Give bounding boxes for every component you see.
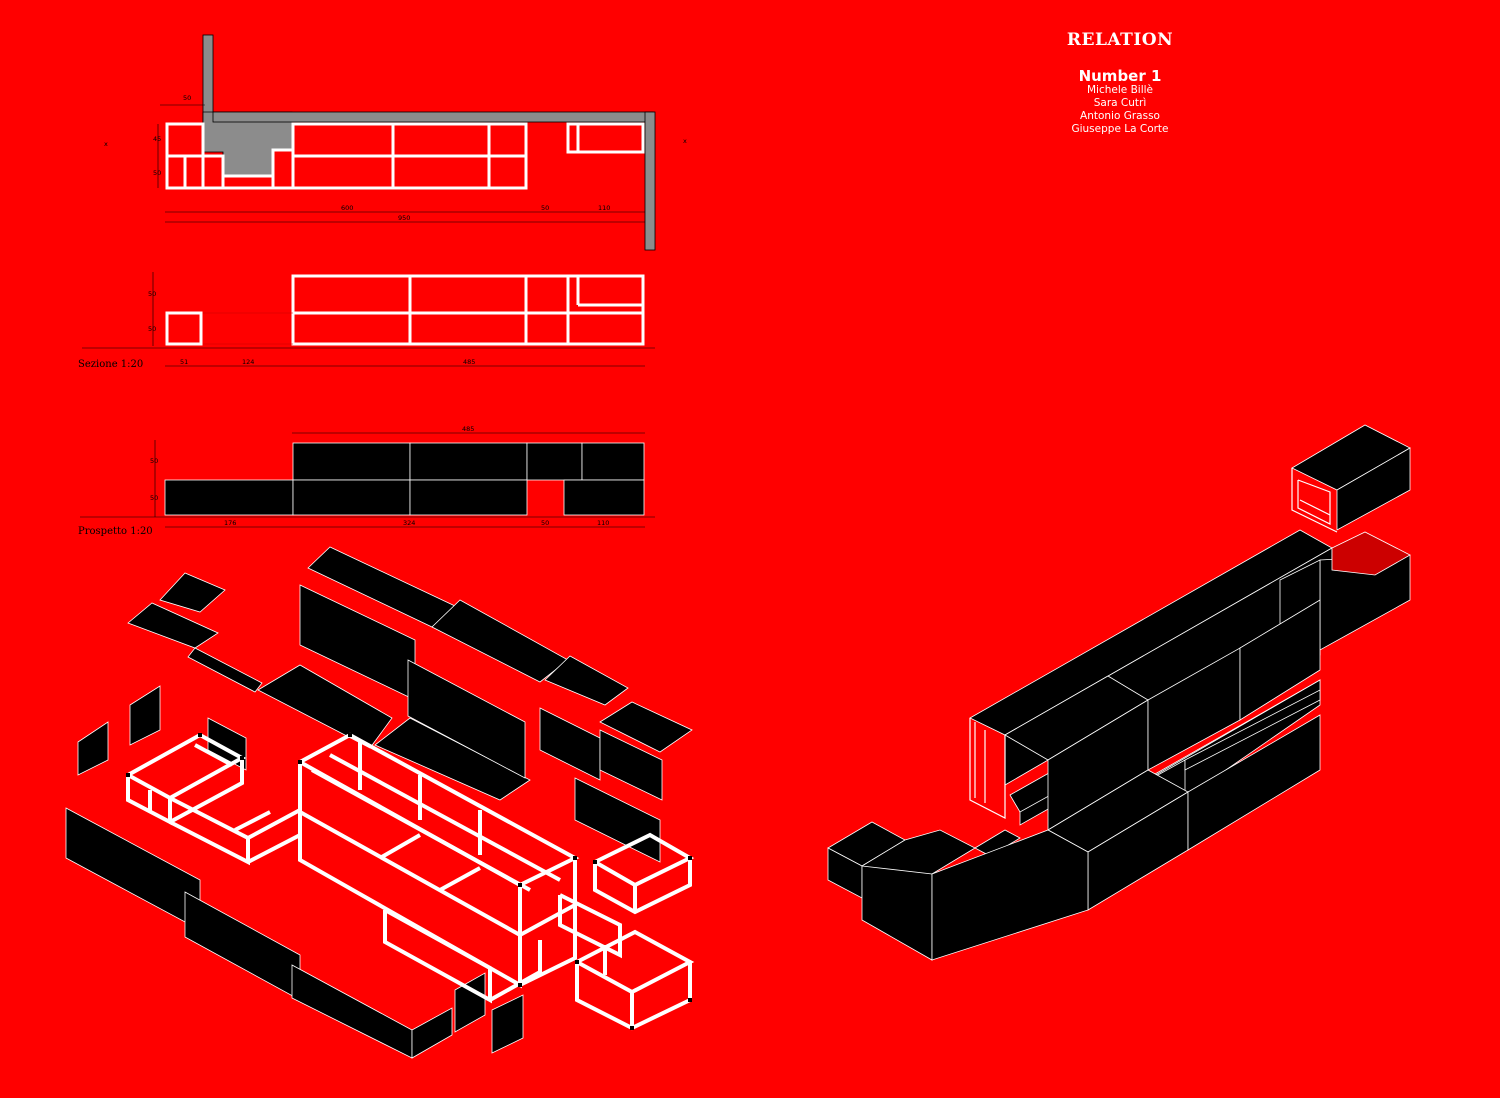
project-subtitle: Number 1 bbox=[1078, 67, 1162, 85]
author-name: Giuseppe La Corte bbox=[1071, 123, 1169, 135]
wall-hatch bbox=[202, 34, 656, 251]
section-view: 50 50 51 124 485 Sezione 1:20 bbox=[78, 272, 655, 370]
title-block: RELATION Number 1 Michele Billè Sara Cut… bbox=[1040, 30, 1200, 136]
plan-dimension: 110 bbox=[598, 204, 610, 212]
elevation-dimension: 50 bbox=[150, 494, 158, 502]
exploded-panels bbox=[65, 546, 693, 1059]
accent-red-panel bbox=[1331, 531, 1411, 576]
assembled-front-volume bbox=[931, 599, 1321, 961]
section-dimensions bbox=[82, 272, 655, 367]
elevation-dimension: 50 bbox=[150, 457, 158, 465]
elevation-dimension: 324 bbox=[403, 519, 415, 527]
plan-dimension: 950 bbox=[398, 214, 410, 222]
section-dimension: 50 bbox=[148, 325, 156, 333]
elevation-dimension: 110 bbox=[597, 519, 609, 527]
plan-dimension: 600 bbox=[341, 204, 353, 212]
section-frame bbox=[165, 274, 645, 346]
elevation-view: 485 50 50 176 324 50 110 Prospetto 1:20 bbox=[78, 425, 655, 537]
project-title: RELATION bbox=[1066, 30, 1174, 50]
cut-marker: x bbox=[683, 137, 687, 145]
author-name: Antonio Grasso bbox=[1080, 110, 1160, 122]
elevation-dimension: 485 bbox=[462, 425, 474, 433]
elevation-dimensions bbox=[80, 432, 655, 528]
plan-dimension: 50 bbox=[183, 94, 191, 102]
section-view-label: Sezione 1:20 bbox=[78, 359, 143, 370]
section-dimension: 124 bbox=[242, 358, 254, 366]
plan-dimensions bbox=[157, 104, 645, 223]
cut-marker: x bbox=[104, 140, 108, 148]
plan-dimension: 50 bbox=[541, 204, 549, 212]
plan-frame bbox=[165, 122, 645, 190]
exploded-axonometric bbox=[65, 546, 695, 1059]
elevation-panels bbox=[164, 442, 645, 516]
elevation-dimension: 50 bbox=[541, 519, 549, 527]
plan-dimension: 50 bbox=[153, 169, 161, 177]
section-dimension: 485 bbox=[463, 358, 475, 366]
assembled-axonometric bbox=[827, 424, 1411, 961]
elevation-view-label: Prospetto 1:20 bbox=[78, 526, 153, 537]
section-dimension: 50 bbox=[148, 290, 156, 298]
plan-dimension: 45 bbox=[153, 135, 161, 143]
section-dimension: 51 bbox=[180, 358, 188, 366]
frame-joints bbox=[126, 733, 692, 1030]
assembled-open-frame bbox=[969, 468, 1338, 819]
exploded-frame bbox=[126, 732, 695, 1031]
author-name: Sara Cutrì bbox=[1093, 97, 1147, 109]
elevation-dimension: 176 bbox=[224, 519, 236, 527]
author-name: Michele Billè bbox=[1087, 84, 1153, 96]
section-faint-lines bbox=[203, 312, 293, 345]
plan-view: 50 45 50 600 50 110 950 x x bbox=[104, 34, 687, 251]
